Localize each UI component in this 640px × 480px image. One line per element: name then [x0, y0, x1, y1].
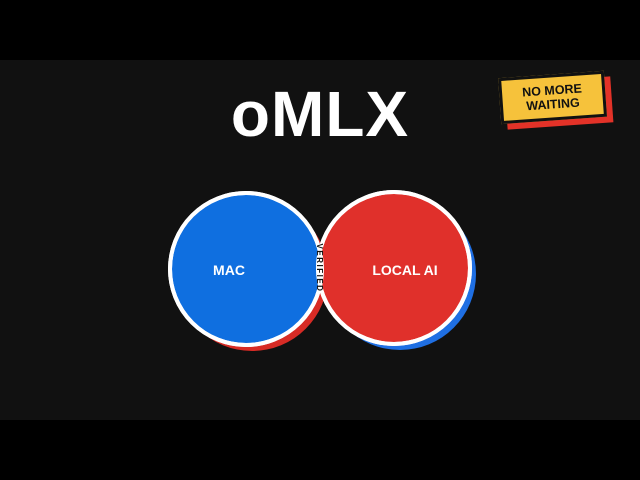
- overlap-label-verified: VERIFIED: [315, 244, 324, 293]
- thumbnail-stage: oMLX NO MORE WAITING: [0, 60, 640, 420]
- page-title: oMLX: [230, 78, 410, 150]
- left-circle-outline: [168, 191, 324, 347]
- venn-diagram: MAC LOCAL AI VERIFIED: [168, 190, 476, 351]
- left-label-mac: MAC: [213, 262, 245, 278]
- right-label-local-ai: LOCAL AI: [372, 262, 437, 278]
- right-circle-outline: [316, 190, 472, 346]
